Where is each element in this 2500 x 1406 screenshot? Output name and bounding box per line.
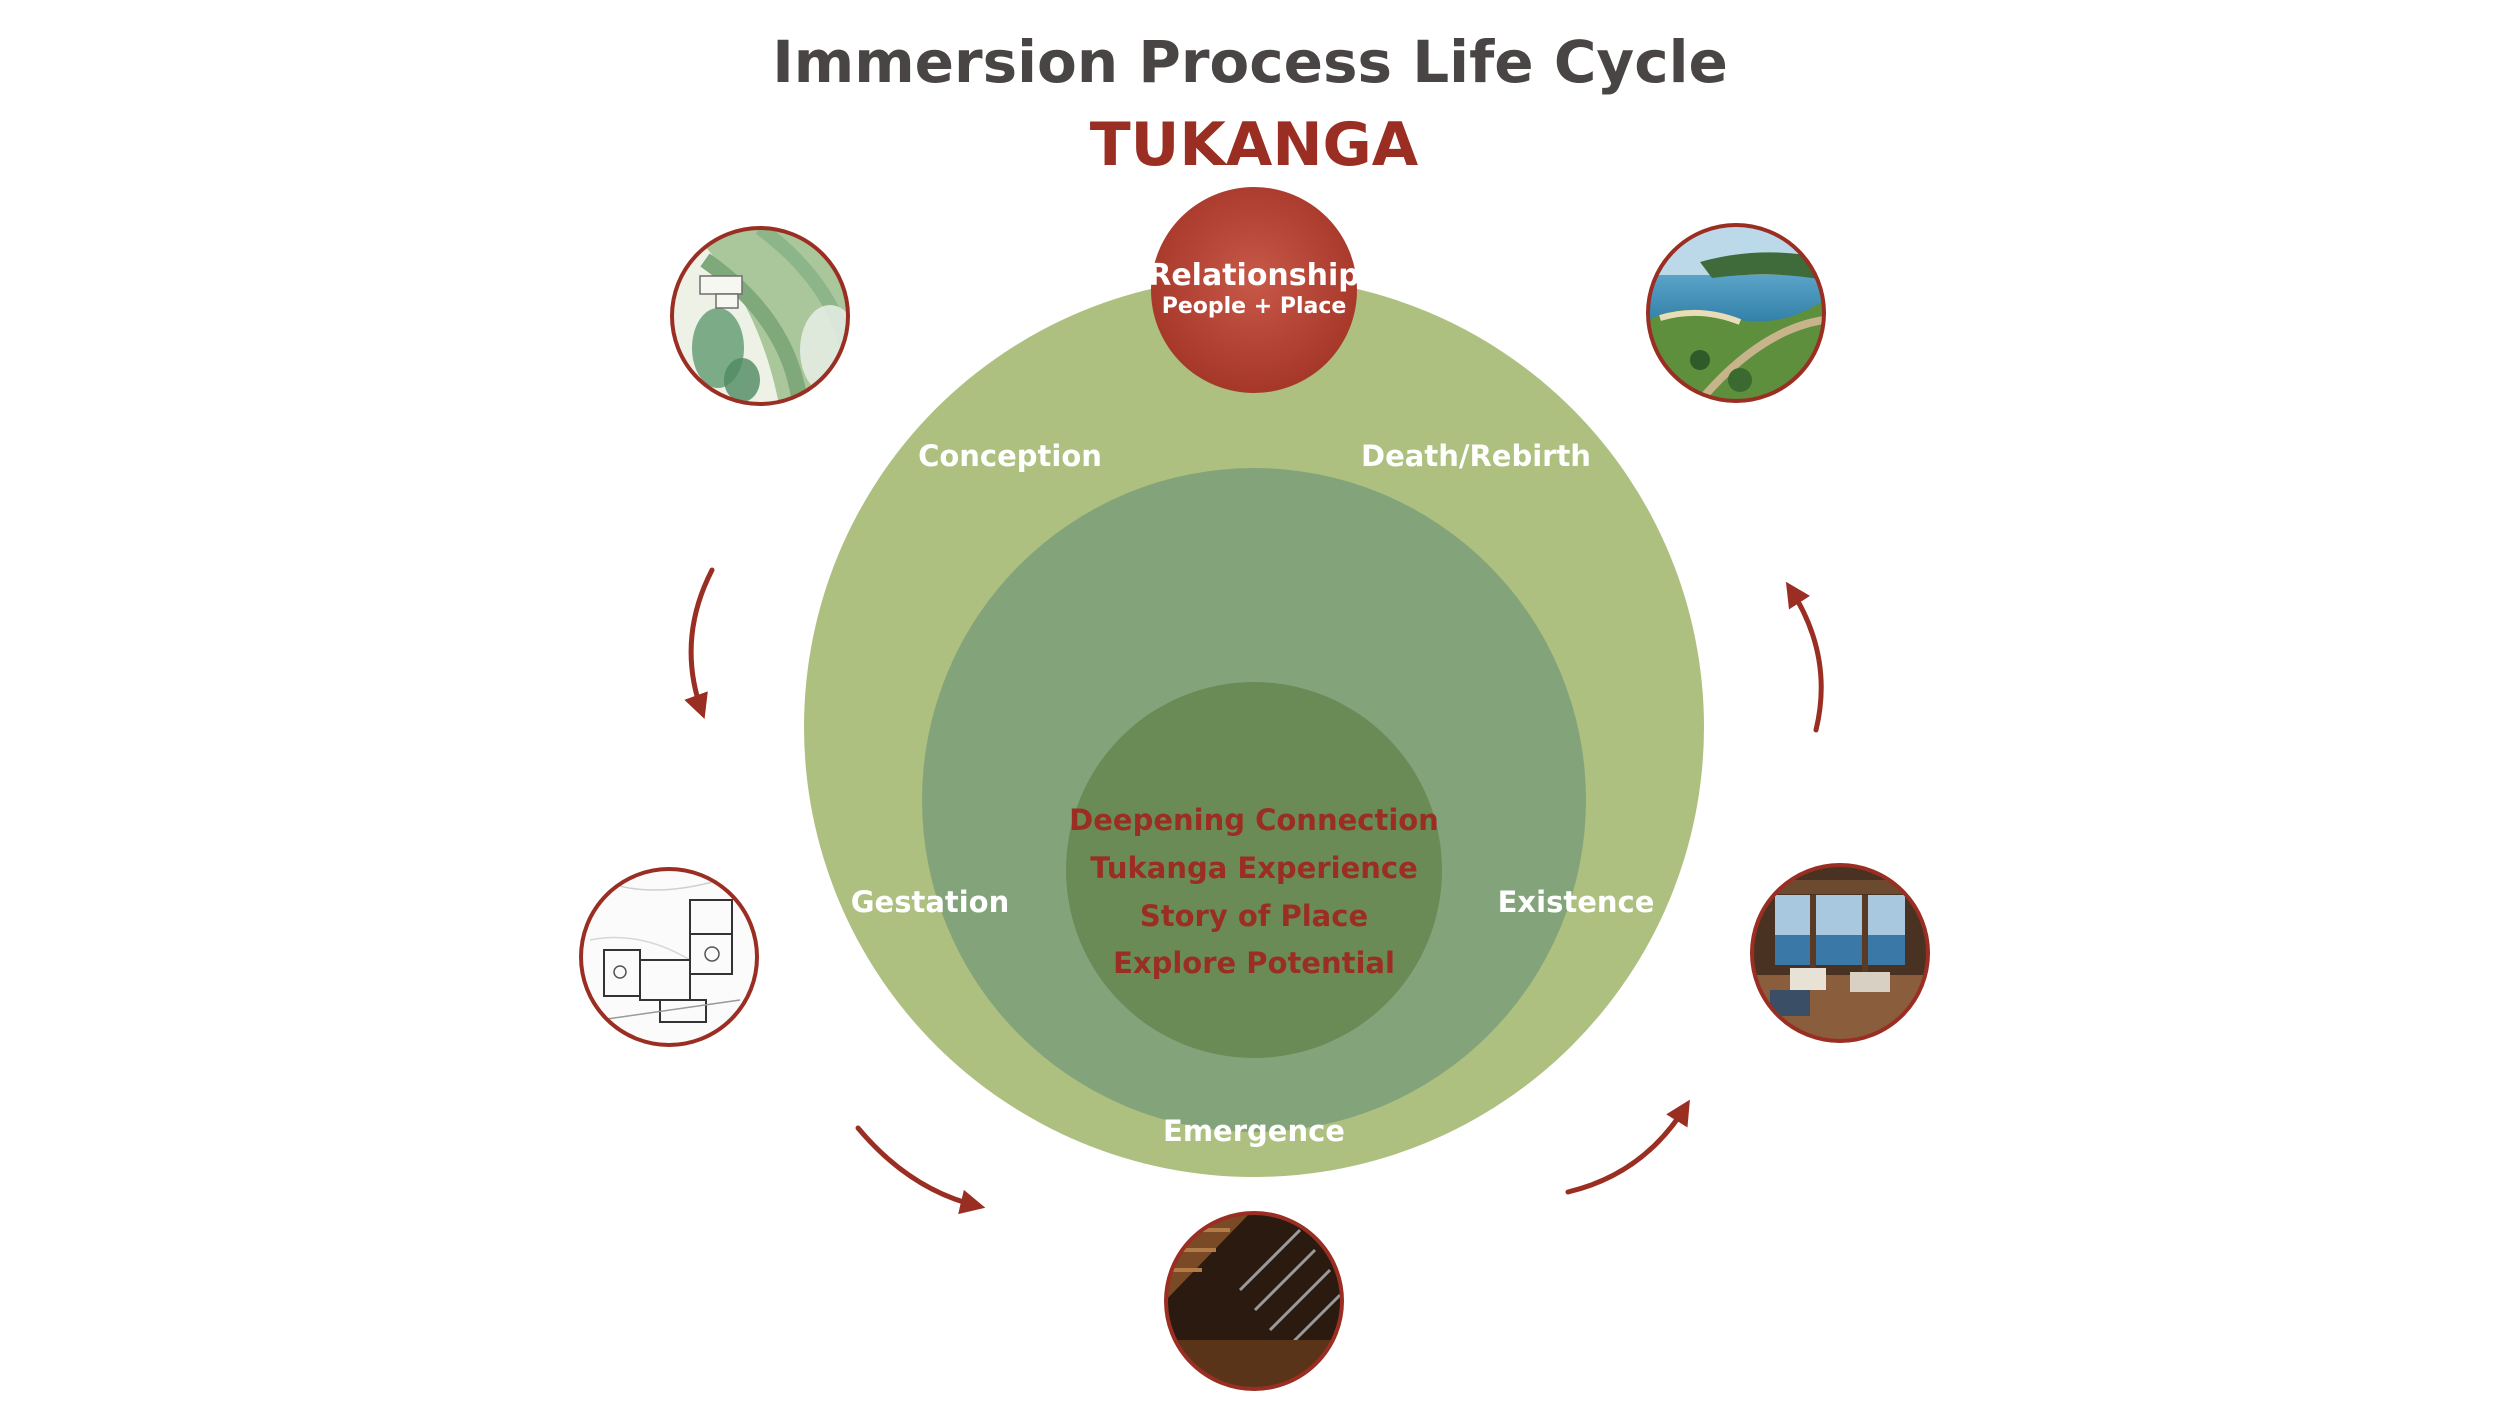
stage-existence: Existence	[1498, 885, 1655, 919]
relationship-hub	[1151, 187, 1357, 393]
arrow-emergence-to-existence	[1565, 1099, 1690, 1195]
stage-death-rebirth: Death/Rebirth	[1361, 439, 1591, 473]
arrow-gestation-to-emergence	[855, 1125, 986, 1215]
floor-plan-drawing-photo	[579, 867, 759, 1047]
stage-emergence: Emergence	[1163, 1114, 1345, 1148]
core-line-1: Deepening Connection	[1069, 803, 1439, 837]
timber-stair-detail-photo	[1164, 1211, 1344, 1391]
site-plan-watercolor-photo	[670, 226, 850, 406]
page-subtitle: TUKANGA	[1090, 110, 1419, 180]
hub-title: Relationship	[1148, 258, 1360, 293]
inner-core	[1066, 682, 1442, 1058]
arrow-conception-to-gestation	[684, 567, 715, 720]
hub-subtitle: People + Place	[1162, 294, 1347, 319]
core-line-3: Story of Place	[1140, 899, 1368, 933]
stage-gestation: Gestation	[851, 885, 1010, 919]
page-title: Immersion Process Life Cycle	[772, 28, 1728, 96]
stage-conception: Conception	[918, 439, 1102, 473]
core-line-4: Explore Potential	[1113, 946, 1395, 980]
arrow-existence-to-rebirth	[1785, 581, 1824, 733]
ocean-view-interior-photo	[1750, 863, 1930, 1043]
coastline-aerial-photo	[1646, 223, 1826, 403]
core-line-2: Tukanga Experience	[1090, 851, 1418, 885]
